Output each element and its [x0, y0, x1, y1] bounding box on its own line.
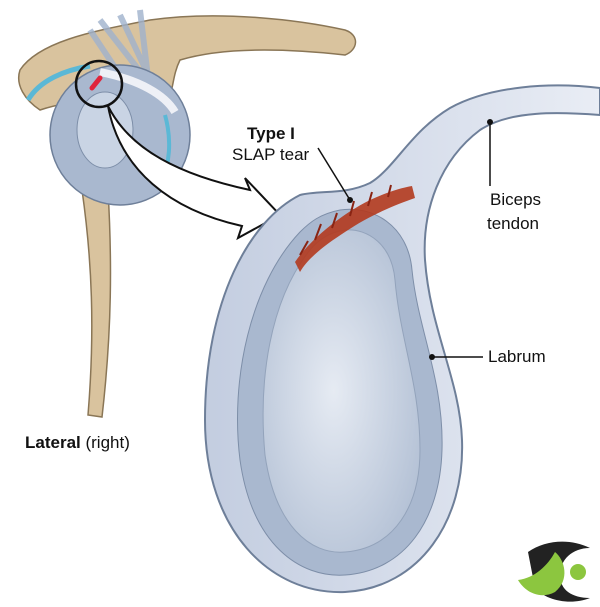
biceps-label-line1: Biceps: [490, 190, 542, 209]
glenoid-face: [76, 91, 134, 169]
biceps-tendon-small: [99, 68, 179, 115]
leader-lines: [317, 119, 493, 360]
view-label-bold: Lateral: [25, 433, 81, 452]
zoom-arrow: [107, 105, 282, 241]
glenoid-articular-face: [262, 229, 421, 553]
ligaments: [87, 9, 173, 112]
type-title-label: Type I: [247, 124, 295, 143]
slap-tear-label: SLAP tear: [232, 145, 310, 164]
biceps-label-line2: tendon: [487, 214, 539, 233]
shoulder-overview: [18, 9, 357, 418]
labrum-label: Labrum: [488, 347, 546, 366]
view-label: Lateral (right): [25, 433, 130, 453]
logo: [518, 541, 590, 602]
slap-tear: [295, 186, 415, 272]
enlarged-glenoid: [203, 84, 600, 594]
humerus-shaft: [81, 189, 112, 418]
view-label-side: (right): [85, 433, 130, 452]
magnifier-circle: [74, 59, 124, 109]
